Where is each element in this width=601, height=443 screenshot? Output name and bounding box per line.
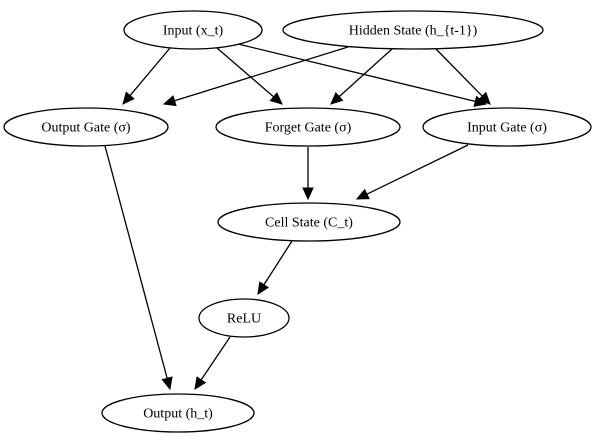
node-label: Forget Gate (σ) <box>265 121 352 136</box>
edge-line <box>338 48 393 98</box>
node-output-gate: Output Gate (σ) <box>3 107 169 147</box>
node-cell-state: Cell State (C_t) <box>217 202 401 242</box>
arrowhead-icon <box>302 187 314 201</box>
node-hidden: Hidden State (h_{t-1}) <box>282 10 544 50</box>
edge-line <box>200 336 231 381</box>
arrowhead-icon <box>162 95 177 107</box>
edge-relu-to-output <box>194 336 231 391</box>
node-layer: Input (x_t) Hidden State (h_{t-1}) Output … <box>3 10 592 433</box>
arrowhead-icon <box>269 92 283 105</box>
arrowhead-icon <box>122 91 135 105</box>
node-shape <box>101 393 255 433</box>
node-output: Output (h_t) <box>101 393 255 433</box>
edge-line <box>129 47 171 96</box>
edge-input-to-output-gate <box>122 47 171 105</box>
arrowhead-icon <box>161 376 173 391</box>
node-forget-gate: Forget Gate (σ) <box>215 107 401 147</box>
node-label: Output Gate (σ) <box>41 121 131 136</box>
edge-line <box>366 144 469 195</box>
node-shape <box>3 107 169 147</box>
edge-input-to-forget-gate <box>216 47 283 105</box>
edge-forget-gate-to-cell-state <box>302 147 314 201</box>
arrowhead-icon <box>330 92 344 105</box>
edge-cell-state-to-relu <box>257 240 293 296</box>
edge-line <box>237 43 476 103</box>
node-label: ReLU <box>227 312 261 327</box>
edge-line <box>216 47 275 98</box>
node-input-gate: Input Gate (σ) <box>422 107 592 147</box>
edge-layer <box>104 43 491 391</box>
arrowhead-icon <box>477 91 491 105</box>
edge-line <box>263 240 293 286</box>
node-shape <box>217 202 401 242</box>
edge-output-gate-to-output <box>104 145 173 391</box>
edge-hidden-to-input-gate <box>435 48 491 105</box>
node-shape <box>422 107 592 147</box>
edge-line <box>435 48 483 97</box>
edge-input-to-input-gate <box>237 43 488 107</box>
node-shape <box>282 10 544 50</box>
node-shape <box>198 298 290 338</box>
arrowhead-icon <box>194 376 207 391</box>
edge-line <box>104 145 168 379</box>
node-label: Hidden State (h_{t-1}) <box>349 24 478 39</box>
node-shape <box>123 10 263 50</box>
edge-hidden-to-forget-gate <box>330 48 393 105</box>
node-label: Input (x_t) <box>163 24 224 39</box>
node-label: Output (h_t) <box>143 407 213 422</box>
edge-input-gate-to-cell-state <box>355 144 469 200</box>
node-label: Cell State (C_t) <box>265 216 353 231</box>
arrowhead-icon <box>355 188 370 200</box>
edge-hidden-to-output-gate <box>162 46 349 107</box>
node-label: Input Gate (σ) <box>467 121 547 136</box>
node-shape <box>215 107 401 147</box>
arrowhead-icon <box>257 281 270 296</box>
edge-line <box>174 46 349 102</box>
node-relu: ReLU <box>198 298 290 338</box>
node-input: Input (x_t) <box>123 10 263 50</box>
